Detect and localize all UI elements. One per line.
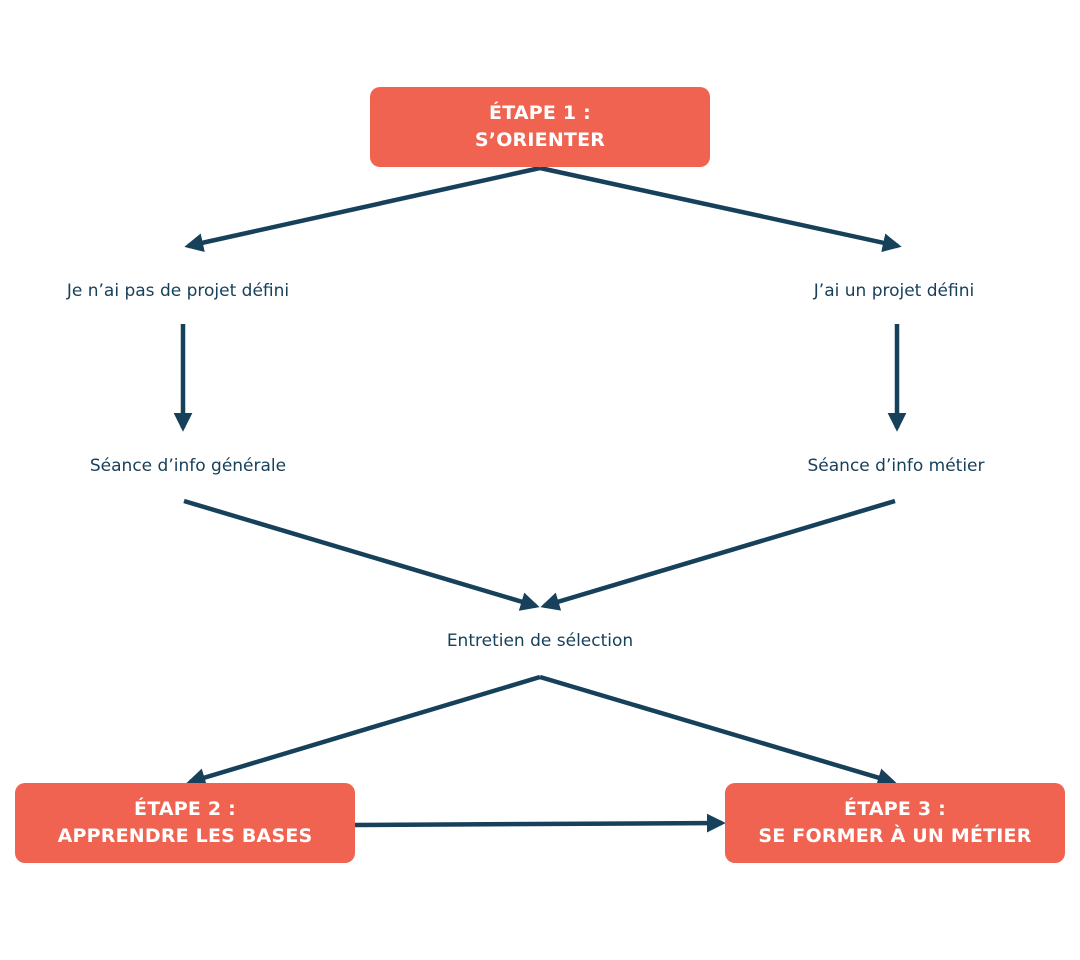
node-no-project: Je n’ai pas de projet défini [66, 281, 290, 301]
arrow-entretien-to-step2 [186, 674, 541, 787]
arrow-step1-to-project [539, 165, 902, 253]
arrow-info-metier-to-entretien [540, 498, 896, 611]
step-2-title: Apprendre les bases [57, 825, 313, 847]
step-3-title: Se former à un métier [758, 825, 1032, 847]
node-info-generale: Séance d’info générale [89, 456, 287, 476]
step-2-box: Étape 2 : Apprendre les bases [15, 783, 355, 863]
step-1-box: Étape 1 : S’orienter [370, 87, 710, 167]
step-3-number: Étape 3 : [844, 798, 946, 820]
node-entretien-selection: Entretien de sélection [446, 631, 634, 651]
arrow-info-generale-to-entretien [183, 498, 540, 611]
node-project: J’ai un projet défini [813, 281, 975, 301]
node-info-metier: Séance d’info métier [807, 456, 985, 476]
step-2-number: Étape 2 : [134, 798, 236, 820]
step-3-box: Étape 3 : Se former à un métier [725, 783, 1065, 863]
arrow-step1-to-no-project [184, 165, 541, 252]
step-1-number: Étape 1 : [489, 102, 591, 124]
step-1-title: S’orienter [474, 129, 606, 151]
arrow-entretien-to-step3 [539, 674, 897, 787]
arrow-step2-to-step3 [354, 813, 726, 833]
